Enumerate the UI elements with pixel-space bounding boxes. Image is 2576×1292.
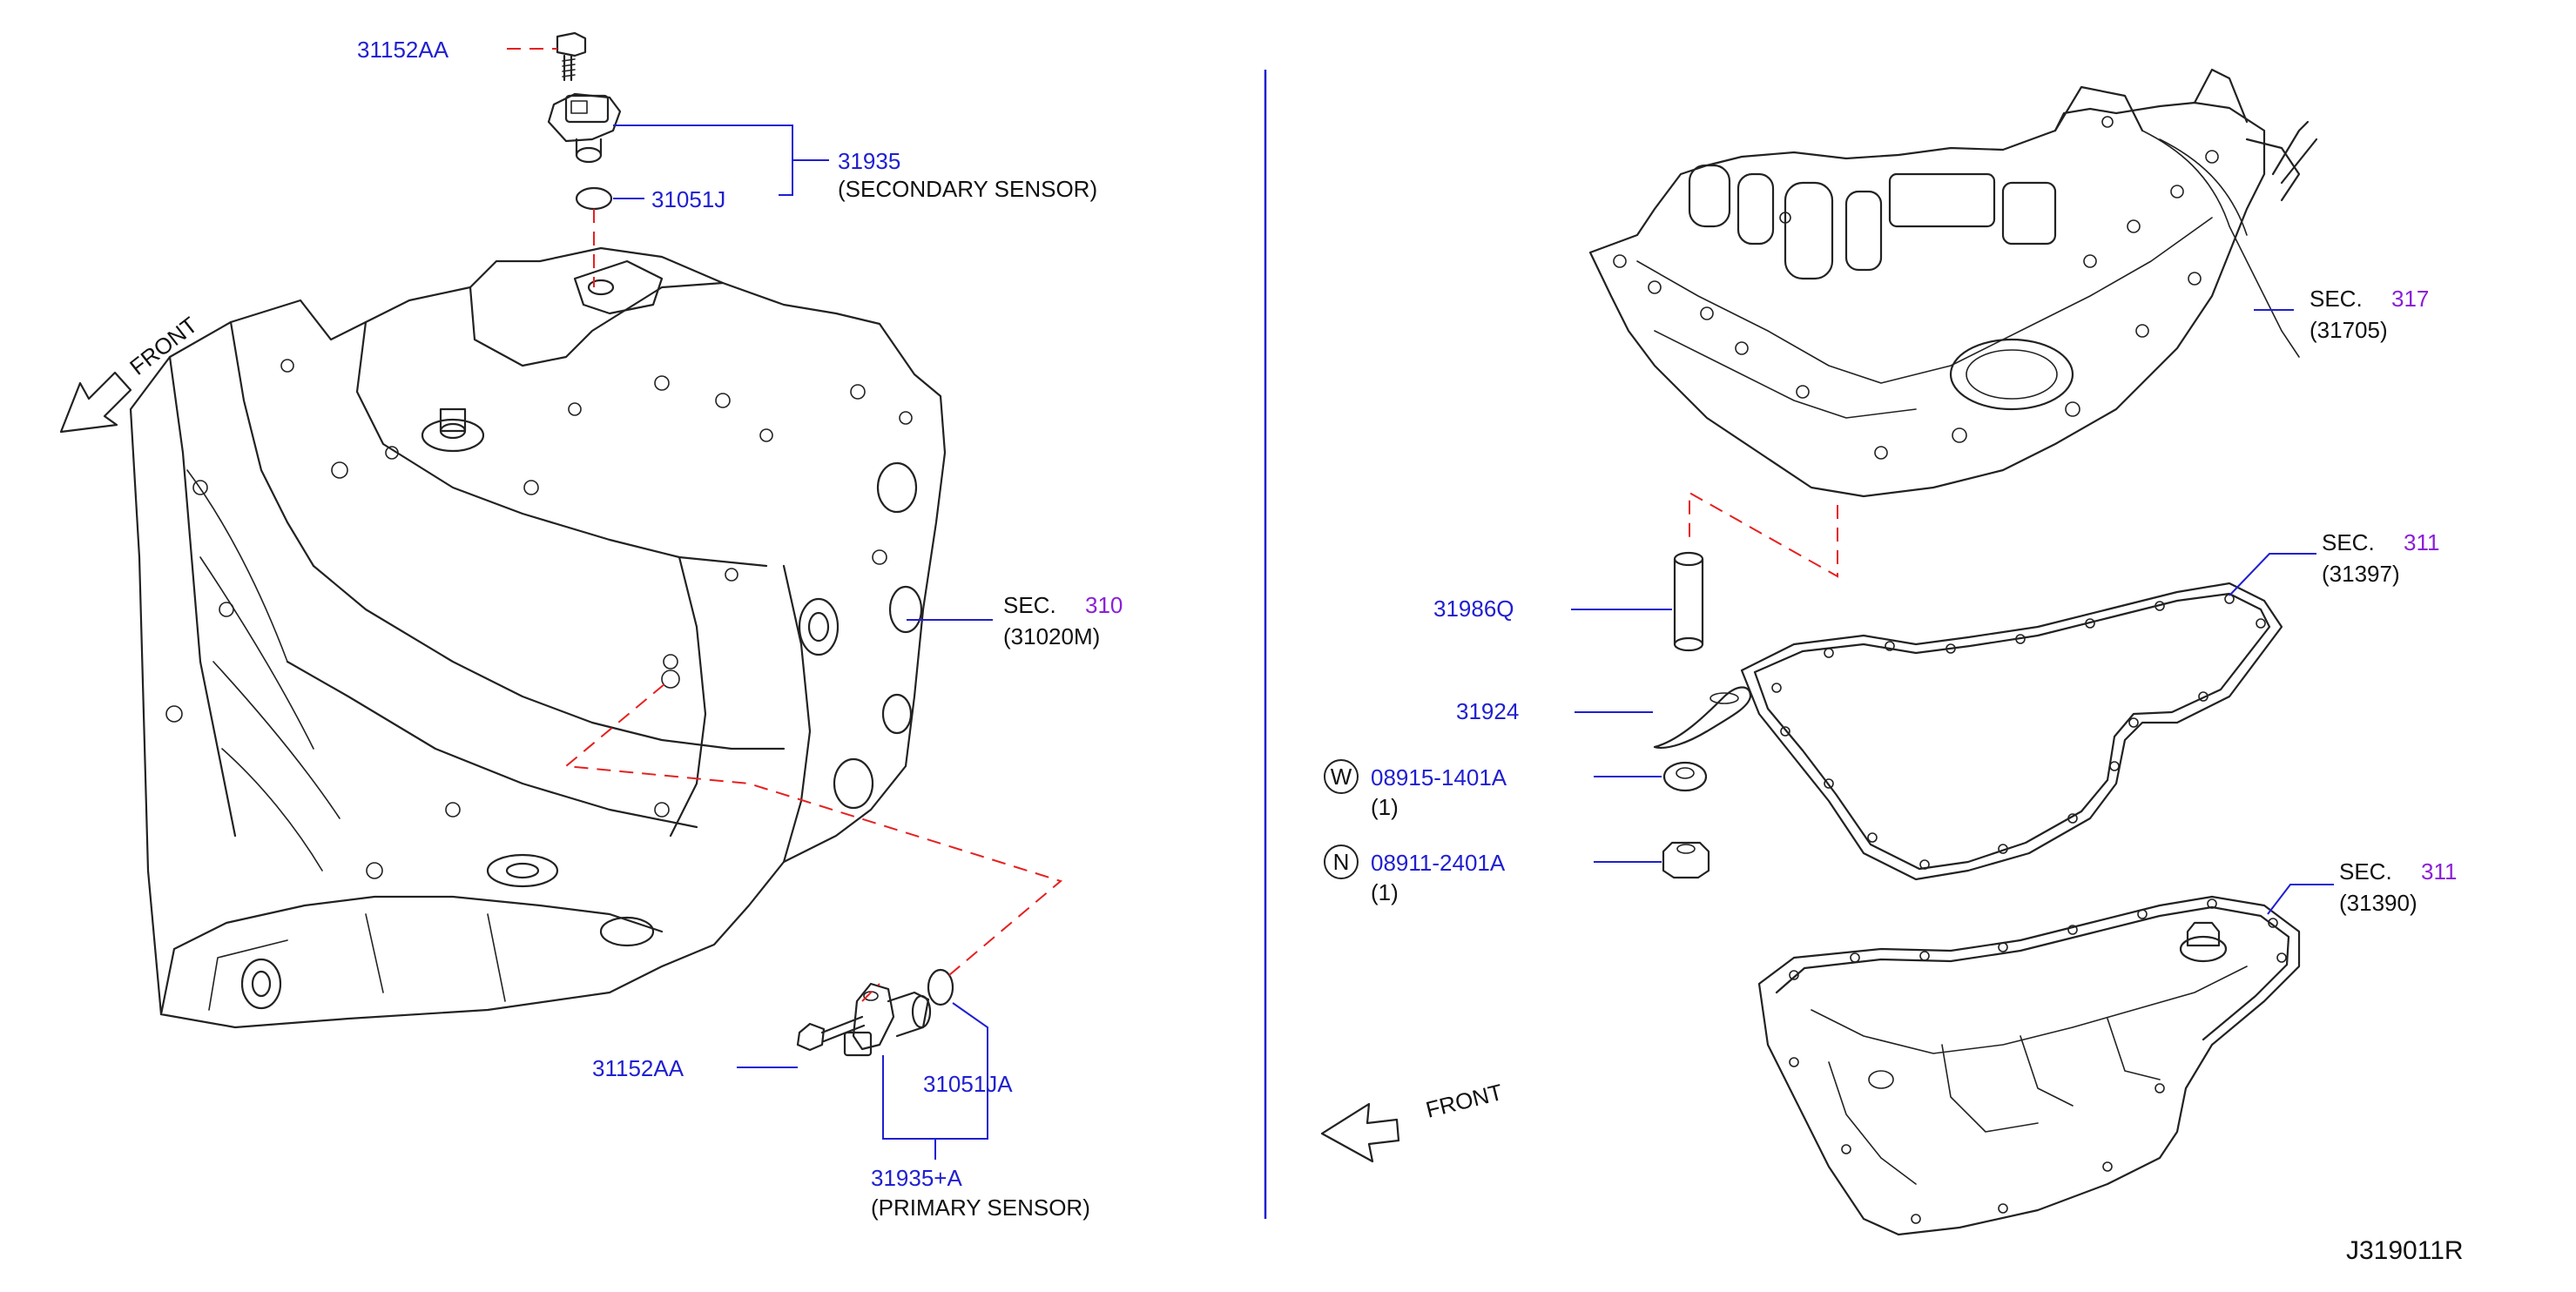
front-arrow-left — [59, 371, 132, 434]
leader-lines-left — [613, 124, 993, 1160]
nut-partno: 08911-2401A — [1371, 850, 1506, 876]
pin-partno: 31986Q — [1433, 596, 1514, 622]
o-ring-top — [575, 186, 613, 211]
sec-311-gasket-sub: (31397) — [2322, 561, 2400, 587]
sec-311-gasket-number: 311 — [2404, 529, 2439, 555]
secondary-sensor-drawing — [547, 31, 622, 211]
bolt-bottom-partno: 31152AA — [592, 1055, 684, 1081]
sec-317-sub: (31705) — [2310, 317, 2388, 343]
sec-311-gasket-prefix: SEC. — [2322, 529, 2375, 555]
transaxle-drawing — [129, 246, 947, 1029]
sec-310-sub: (31020M) — [1003, 623, 1100, 649]
nut-marker: N — [1333, 849, 1350, 875]
sec-311-pan-sub: (31390) — [2339, 890, 2418, 916]
diagram-id: J319011R — [2346, 1236, 2464, 1265]
primary-sensor-partno: 31935+A — [871, 1165, 962, 1191]
sec-310-number: 310 — [1085, 592, 1123, 618]
washer-marker: W — [1331, 764, 1352, 790]
lever-partno: 31924 — [1456, 698, 1519, 724]
secondary-sensor-partno: 31935 — [838, 148, 900, 174]
o-ring-bottom — [927, 968, 954, 1006]
lever-drawing — [1653, 686, 1752, 749]
sec-311-pan-number: 311 — [2421, 858, 2457, 885]
washer-qty: (1) — [1371, 794, 1399, 820]
sec-310-prefix: SEC. — [1003, 592, 1056, 618]
o-ring-top-partno: 31051J — [651, 186, 725, 212]
pin-drawing — [1673, 551, 1704, 652]
o-ring-bottom-partno: 31051JA — [923, 1071, 1013, 1097]
gasket-drawing — [1740, 582, 2283, 881]
sec-317-prefix: SEC. — [2310, 286, 2363, 312]
leader-lines-right — [1571, 309, 2334, 915]
front-label-right: FRONT — [1423, 1079, 1505, 1123]
primary-sensor-desc: (PRIMARY SENSOR) — [871, 1194, 1090, 1221]
sec-317-number: 317 — [2391, 286, 2429, 312]
reference-lines-left — [507, 48, 1063, 1002]
front-arrow-right — [1320, 1102, 1400, 1163]
secondary-sensor-desc: (SECONDARY SENSOR) — [838, 176, 1097, 202]
washer-drawing — [1662, 761, 1708, 792]
bolt-top-partno: 31152AA — [357, 37, 449, 63]
valve-body-drawing — [1588, 68, 2318, 498]
nut-marker-circle — [1324, 845, 1359, 879]
primary-sensor-drawing — [796, 968, 954, 1057]
nut-qty: (1) — [1371, 879, 1399, 905]
washer-partno: 08915-1401A — [1371, 764, 1507, 791]
nut-drawing — [1662, 841, 1710, 879]
sec-311-pan-prefix: SEC. — [2339, 858, 2392, 885]
oil-pan-drawing — [1757, 895, 2301, 1236]
washer-marker-circle — [1324, 759, 1359, 794]
reference-lines-right — [1689, 491, 1838, 578]
